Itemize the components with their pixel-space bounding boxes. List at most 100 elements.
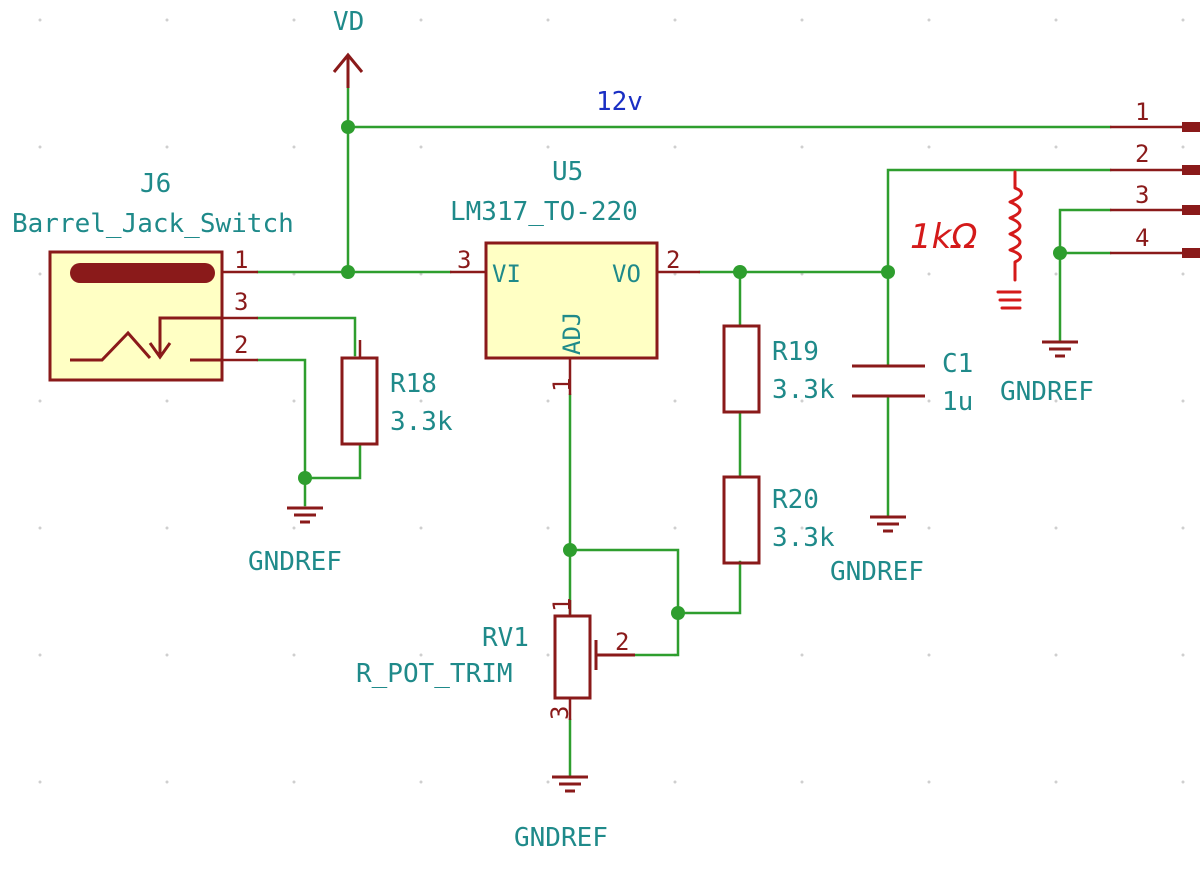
- gnd-label: GNDREF: [1000, 377, 1094, 407]
- rv1-pin2-number: 2: [615, 628, 629, 656]
- wire-r18-bottom-to-gnd[interactable]: [303, 443, 362, 480]
- grid-dot: [165, 18, 169, 22]
- conn-pin2-stub: [1182, 165, 1200, 175]
- grid-dot: [673, 145, 677, 149]
- grid-dot: [927, 653, 931, 657]
- c1-capacitor[interactable]: C1 1u: [852, 349, 973, 417]
- j6-value: Barrel_Jack_Switch: [12, 209, 294, 239]
- grid-dot: [546, 526, 550, 530]
- r19-resistor[interactable]: R19 3.3k: [722, 324, 835, 414]
- j6-pin2-number: 2: [234, 331, 248, 359]
- grid-dot: [1054, 653, 1058, 657]
- junction-dot: [341, 265, 355, 279]
- grid-dot: [1054, 780, 1058, 784]
- gnd-symbol-connector[interactable]: GNDREF: [1000, 340, 1094, 407]
- grid-dot: [800, 145, 804, 149]
- junction-dot: [881, 265, 895, 279]
- grid-dot: [38, 145, 42, 149]
- grid-dot: [38, 18, 42, 22]
- grid-dot: [292, 526, 296, 530]
- wire-j6-pin3-to-r18[interactable]: [256, 316, 357, 357]
- r20-resistor[interactable]: R20 3.3k: [722, 475, 835, 565]
- wire-out-to-conn-pin2[interactable]: [886, 168, 1112, 274]
- u5-regulator[interactable]: VI VO ADJ 3 2 1 U5 LM317_TO-220: [450, 157, 700, 395]
- handwritten-annotation: 1kΩ: [910, 170, 1023, 310]
- conn-pin3-stub: [1182, 205, 1200, 215]
- grid-dot: [165, 526, 169, 530]
- ground-icon: [1042, 340, 1078, 358]
- grid-dot: [546, 780, 550, 784]
- output-connector[interactable]: 1 2 3 4: [1110, 98, 1200, 258]
- wire-conn-pin3[interactable]: [1058, 208, 1112, 342]
- gnd-label: GNDREF: [830, 557, 924, 587]
- rv1-reference: RV1: [482, 623, 529, 653]
- j6-barrel-jack[interactable]: 1 3 2 J6 Barrel_Jack_Switch: [12, 169, 294, 382]
- j6-barrel-icon: [70, 263, 215, 283]
- power-arrow-icon: [332, 52, 364, 88]
- junction-dot: [1053, 246, 1067, 260]
- rv1-pin3-number: 3: [546, 706, 574, 720]
- wire-r20-bottom-to-pot[interactable]: [676, 560, 742, 615]
- r20-reference: R20: [772, 485, 819, 515]
- rv1-body: [553, 614, 592, 700]
- grid-dot: [800, 18, 804, 22]
- grid-dot: [292, 780, 296, 784]
- gnd-label: GNDREF: [514, 823, 608, 853]
- grid-dot: [38, 526, 42, 530]
- conn-pin2-number: 2: [1135, 140, 1149, 168]
- annotation-ground-scribble-icon: [996, 290, 1022, 310]
- r18-resistor[interactable]: R18 3.3k: [340, 340, 453, 446]
- grid-dot: [927, 780, 931, 784]
- junction-dot: [671, 606, 685, 620]
- grid-dot: [419, 399, 423, 403]
- grid-dot: [165, 399, 169, 403]
- junctions: [298, 120, 1067, 620]
- conn-pin4-number: 4: [1135, 224, 1149, 252]
- grid-dot: [673, 780, 677, 784]
- grid-dot: [1054, 272, 1058, 276]
- u5-pin3-number: 3: [457, 246, 471, 274]
- grid-dot: [419, 526, 423, 530]
- net-label-12v[interactable]: 12v: [596, 87, 643, 117]
- u5-adj-label: ADJ: [558, 312, 586, 355]
- gnd-symbol-c1[interactable]: GNDREF: [830, 515, 924, 587]
- conn-pin3-number: 3: [1135, 181, 1149, 209]
- r18-reference: R18: [390, 369, 437, 399]
- grid-dot: [1054, 145, 1058, 149]
- u5-vi-label: VI: [492, 260, 521, 288]
- grid-dot: [673, 526, 677, 530]
- r19-value: 3.3k: [772, 375, 835, 405]
- rv1-trim-pot[interactable]: 1 2 3 RV1 R_POT_TRIM: [356, 598, 635, 720]
- gnd-symbol-rv1[interactable]: GNDREF: [514, 775, 608, 853]
- gnd-label: GNDREF: [248, 547, 342, 577]
- wire-adj-to-wiper-node[interactable]: [568, 548, 680, 657]
- grid-dot: [1054, 18, 1058, 22]
- j6-reference: J6: [140, 169, 171, 199]
- grid-dot: [1181, 526, 1185, 530]
- j6-switch-icon: [70, 330, 152, 362]
- grid-dot: [419, 18, 423, 22]
- junction-dot: [733, 265, 747, 279]
- grid-dot: [800, 526, 804, 530]
- grid-dot: [546, 145, 550, 149]
- j6-contact-arrow-icon: [148, 316, 222, 360]
- u5-pin1-number: 1: [548, 378, 576, 392]
- junction-dot: [298, 471, 312, 485]
- vd-power-symbol[interactable]: VD: [332, 7, 364, 88]
- grid-dot: [800, 653, 804, 657]
- r20-body: [722, 475, 761, 565]
- gnd-symbol-r18[interactable]: GNDREF: [248, 506, 342, 577]
- grid-dot: [800, 399, 804, 403]
- grid-dot: [1181, 653, 1185, 657]
- junction-dot: [341, 120, 355, 134]
- grid-dot: [292, 18, 296, 22]
- grid-dot: [419, 653, 423, 657]
- annotation-text: 1kΩ: [910, 217, 977, 257]
- u5-reference: U5: [552, 157, 583, 187]
- wire-j6-pin2-to-gnd[interactable]: [256, 358, 307, 507]
- j6-pin1-number: 1: [234, 246, 248, 274]
- r19-body: [722, 324, 761, 414]
- rv1-value: R_POT_TRIM: [356, 659, 513, 689]
- grid-dot: [546, 18, 550, 22]
- r19-reference: R19: [772, 337, 819, 367]
